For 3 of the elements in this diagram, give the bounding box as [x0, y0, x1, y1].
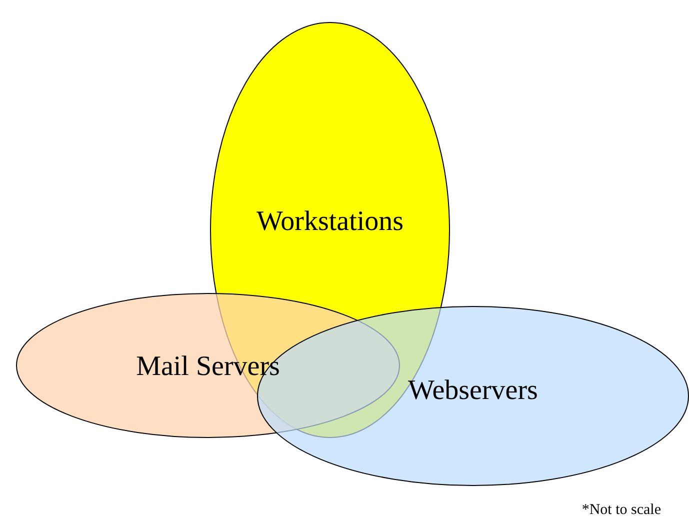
- set-label: Workstations: [256, 206, 404, 238]
- set-label: Webservers: [408, 375, 538, 407]
- footnote: *Not to scale: [582, 502, 661, 519]
